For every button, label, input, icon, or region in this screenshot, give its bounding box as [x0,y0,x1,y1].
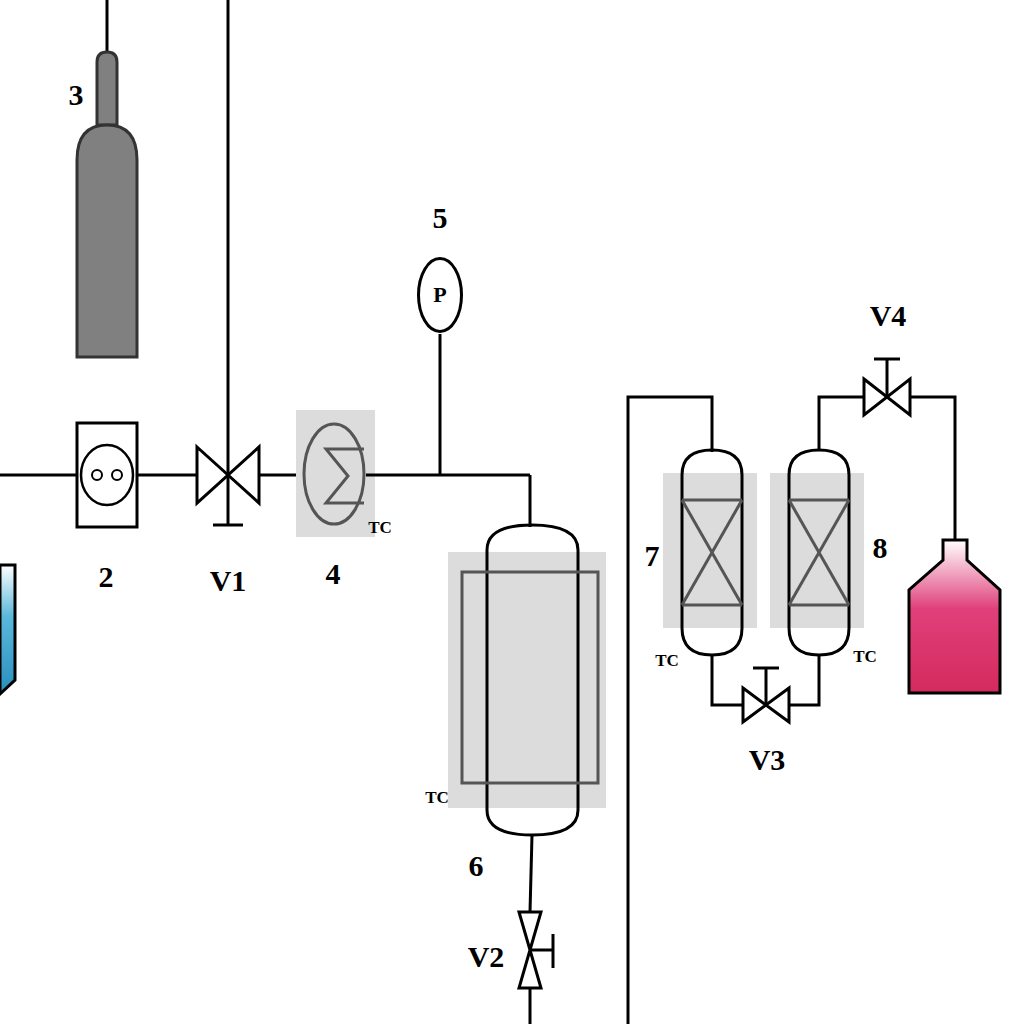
reactor-wall [486,550,489,810]
callout-number: 8 [873,533,888,563]
pipe [712,655,743,705]
valve-handle [753,667,779,670]
temperature-control: TC [655,652,679,669]
reactor-jacket [448,552,606,808]
valve-stem [886,359,889,397]
heat-exchanger [304,424,364,524]
temperature-control: TC [425,789,449,806]
reactor-wall [577,550,580,810]
callout-number: 6 [469,851,484,881]
column-bottom [682,628,742,655]
reactor-top [487,525,578,550]
valve-handle [213,524,243,527]
column-top [789,450,849,475]
column-bottom [789,628,849,655]
pressure-gauge: P [417,257,463,333]
reactor-bottom [487,810,578,835]
pipe [366,474,530,477]
pipe [530,835,532,912]
column-top [682,450,742,475]
temperature-control: TC [853,648,877,665]
heater-jacket [296,410,375,537]
callout-number: 2 [99,562,114,592]
pipe [529,475,532,527]
column-jacket [770,473,864,628]
pipe [0,474,77,477]
heater-coil [326,449,364,503]
cylinder-neck [97,52,117,125]
valve-stem [765,668,768,705]
pipe [529,988,532,1024]
gauge-line [439,334,442,475]
pump [77,423,137,527]
pipe [137,474,197,477]
temperature-control: TC [368,519,392,536]
pump-dot [92,470,102,480]
gas-line [106,0,109,54]
callout-number: 5 [433,203,448,233]
valve-stem [530,949,553,952]
pipe [819,397,864,450]
gas-cylinder [77,125,137,357]
valve-name: V2 [468,942,505,972]
pipe [789,655,819,705]
valve-name: V3 [749,745,786,775]
valve-handle [874,358,900,361]
column-jacket [663,473,757,628]
collection-bottle [909,540,1000,693]
callout-number: 7 [645,541,660,571]
valve-handle [552,934,555,968]
reactor-heater [462,572,598,783]
pump-rotor [81,445,133,505]
callout-number: 4 [326,559,341,589]
pump-dot [112,470,122,480]
pipe [910,397,955,540]
gauge-letter: P [433,282,446,308]
pipe [227,0,230,475]
pipe [259,474,300,477]
valve-name: V1 [210,566,247,596]
valve-stem [227,475,230,525]
valve-name: V4 [870,301,907,331]
callout-number: 3 [69,80,84,110]
feed-vessel [0,565,15,694]
